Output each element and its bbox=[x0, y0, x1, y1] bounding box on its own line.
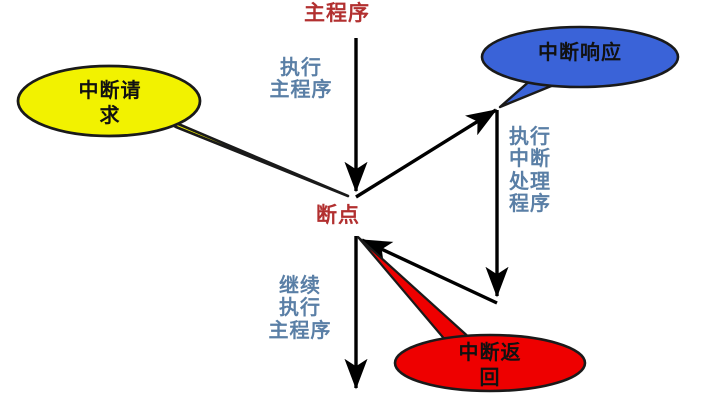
interrupt-response-arrow bbox=[355, 108, 498, 199]
interrupt-return-arrow bbox=[360, 238, 498, 305]
interrupt-response-callout-bubble bbox=[480, 25, 680, 89]
interrupt-return-callout-bubble bbox=[393, 333, 587, 393]
interrupt-request-callout-bubble bbox=[16, 64, 202, 138]
interrupt-return-callout-tail bbox=[356, 235, 474, 350]
